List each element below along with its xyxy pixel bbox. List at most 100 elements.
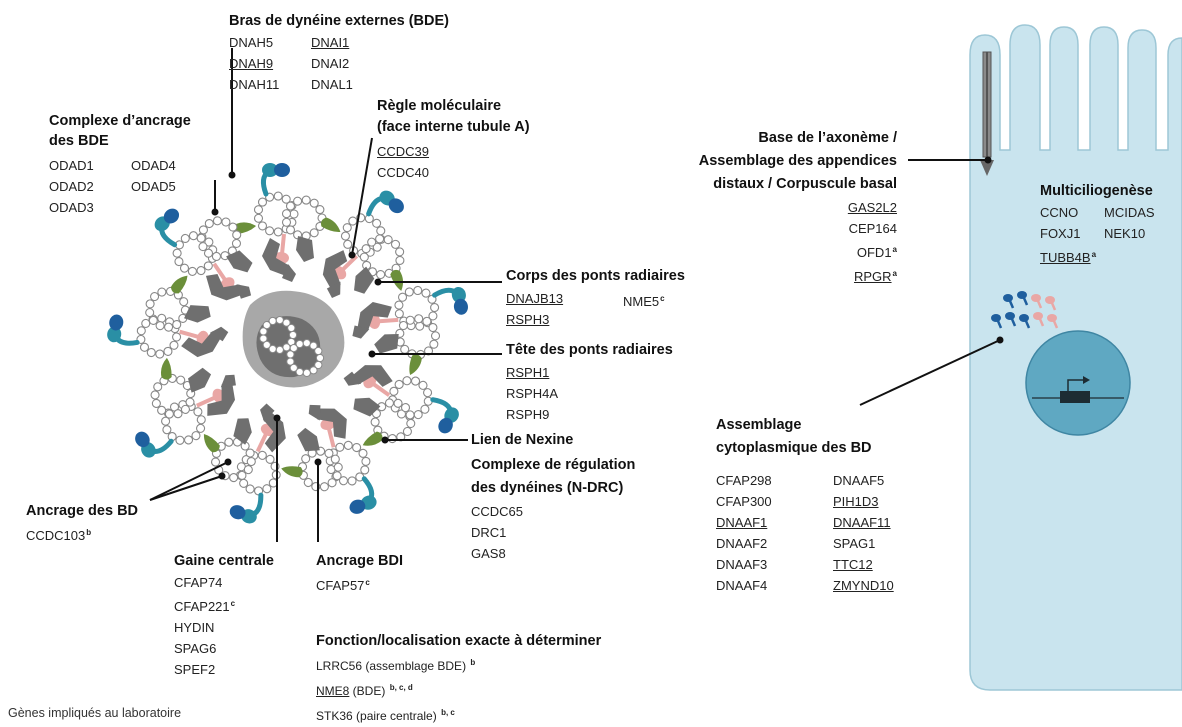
- label-multicilio-title: Multiciliogenèse: [1040, 183, 1153, 199]
- tubulin-subunit: [167, 432, 177, 442]
- nexin-link: [362, 431, 383, 446]
- gene-name: CEP164: [848, 218, 897, 239]
- tubulin-subunit: [175, 435, 185, 445]
- tubulin-subunit: [146, 347, 156, 358]
- inner-dynein-grey: [236, 284, 252, 299]
- gene-name: CFAP300: [716, 491, 772, 512]
- tubulin-subunit: [172, 319, 182, 330]
- gene-name: DRC1: [471, 522, 523, 543]
- nexin-link: [321, 217, 341, 233]
- tubulin-subunit: [402, 426, 412, 437]
- gene-symbol: CFAP57: [316, 578, 365, 593]
- tubulin-subunit: [153, 382, 163, 392]
- leader-dot: [314, 458, 322, 466]
- nucleus: [1025, 330, 1131, 436]
- footnote-marker: b, c, d: [389, 683, 413, 692]
- cytoplasmic-dynein-subunit: [1045, 296, 1055, 304]
- microtubule-doublet: [135, 367, 236, 458]
- central-tubulin: [286, 357, 295, 366]
- footnote-marker: b, c: [441, 708, 455, 717]
- gene-symbol: ODAD1: [49, 158, 94, 173]
- gene-symbol: RSPH4A: [506, 386, 559, 401]
- tubulin-subunit: [185, 397, 195, 407]
- axoneme-cross-section: [107, 163, 468, 524]
- central-tubulin: [295, 367, 304, 377]
- inner-dynein-grey: [354, 266, 375, 294]
- footnote-underline-legend: Gènes impliqués au laboratoire: [8, 706, 182, 720]
- central-tubulin: [315, 353, 325, 363]
- tubulin-subunit: [390, 239, 401, 249]
- tubulin-subunit: [221, 217, 231, 227]
- gene-symbol: CFAP74: [174, 575, 223, 590]
- radial-spoke-stalk: [378, 317, 399, 324]
- gene-symbol: DNAAF3: [716, 557, 768, 572]
- gene-symbol: ODAD5: [131, 179, 176, 194]
- tubulin-subunit: [340, 231, 350, 241]
- label-nexine-title3: des dynéines (N-DRC): [471, 480, 624, 496]
- tubulin-subunit: [383, 235, 393, 245]
- gene-symbol: CCDC103: [26, 528, 86, 543]
- gene-symbol: DNAH9: [229, 56, 274, 71]
- inner-dynein-grey: [343, 371, 362, 386]
- gene-name: ODAD1: [49, 155, 94, 176]
- gene-symbol: TUBB4B: [1040, 250, 1091, 265]
- tubulin-subunit: [423, 388, 433, 398]
- gene-symbol: CCDC39: [377, 144, 430, 159]
- gene-symbol: OFD1: [856, 245, 892, 260]
- gene-note: (BDE): [349, 684, 389, 698]
- cytoplasmic-dynein-tail: [1036, 300, 1043, 309]
- tubulin-subunit: [265, 226, 275, 236]
- tubulin-subunit: [414, 314, 424, 324]
- outer-dynein-head: [229, 505, 246, 520]
- leader-cyto: [859, 339, 1001, 406]
- leader-dot: [224, 458, 232, 466]
- gene-name: CCNO: [1040, 202, 1096, 223]
- leader-lines: [149, 48, 1004, 542]
- tubulin-subunit: [394, 309, 404, 319]
- gene-name: RSPH4A: [506, 383, 558, 404]
- cytoplasmic-dynein-tail: [1008, 300, 1015, 309]
- radial-spoke-stalk: [280, 233, 286, 255]
- tubulin-subunit: [150, 390, 160, 400]
- gene-name: RSPH9: [506, 404, 558, 425]
- tubulin-subunit: [179, 263, 190, 273]
- cytoplasmic-dynein-tail: [996, 320, 1003, 329]
- tubulin-subunit: [400, 403, 411, 413]
- tubulin-subunit: [327, 478, 337, 488]
- outer-dynein-head: [388, 198, 404, 214]
- gene-symbol: STK36 (paire centrale): [316, 709, 441, 723]
- tubulin-subunit: [333, 462, 343, 472]
- central-tubulin: [314, 360, 323, 370]
- inner-dynein-grey: [262, 238, 290, 276]
- footnote-marker: c: [230, 599, 236, 608]
- tubulin-subunit: [265, 454, 275, 464]
- central-tubulin: [302, 339, 311, 348]
- radial-spoke-stalk: [179, 329, 200, 340]
- radial-spoke-stalk: [371, 381, 391, 397]
- central-tubulin: [268, 344, 277, 354]
- cytoplasmic-dynein-subunit: [1047, 314, 1057, 322]
- gene-name: TUBB4Ba: [1040, 244, 1096, 268]
- gene-name: NME5c: [623, 288, 665, 312]
- gene-symbol: DRC1: [471, 525, 507, 540]
- tubulin-subunit: [193, 407, 203, 417]
- central-tubulin: [275, 316, 284, 325]
- nexin-link: [160, 357, 172, 380]
- gene-name: CCDC65: [471, 501, 523, 522]
- gene-name: GAS8: [471, 543, 523, 564]
- radial-spoke-stalk: [212, 262, 228, 282]
- tubulin-subunit: [136, 326, 146, 336]
- gene-symbol: CFAP221: [174, 599, 230, 614]
- tubulin-subunit: [139, 342, 150, 352]
- footnote-marker: b: [86, 528, 92, 537]
- tubulin-subunit: [421, 288, 431, 298]
- tubulin-subunit: [361, 456, 371, 466]
- gene-name: SPAG6: [174, 638, 235, 659]
- gene-symbol: NME8: [316, 684, 350, 698]
- basal-body-marker: [980, 160, 994, 176]
- gene-symbol: DNAL1: [311, 77, 353, 92]
- inner-dynein-grey: [282, 264, 296, 282]
- tubulin-subunit: [358, 448, 368, 458]
